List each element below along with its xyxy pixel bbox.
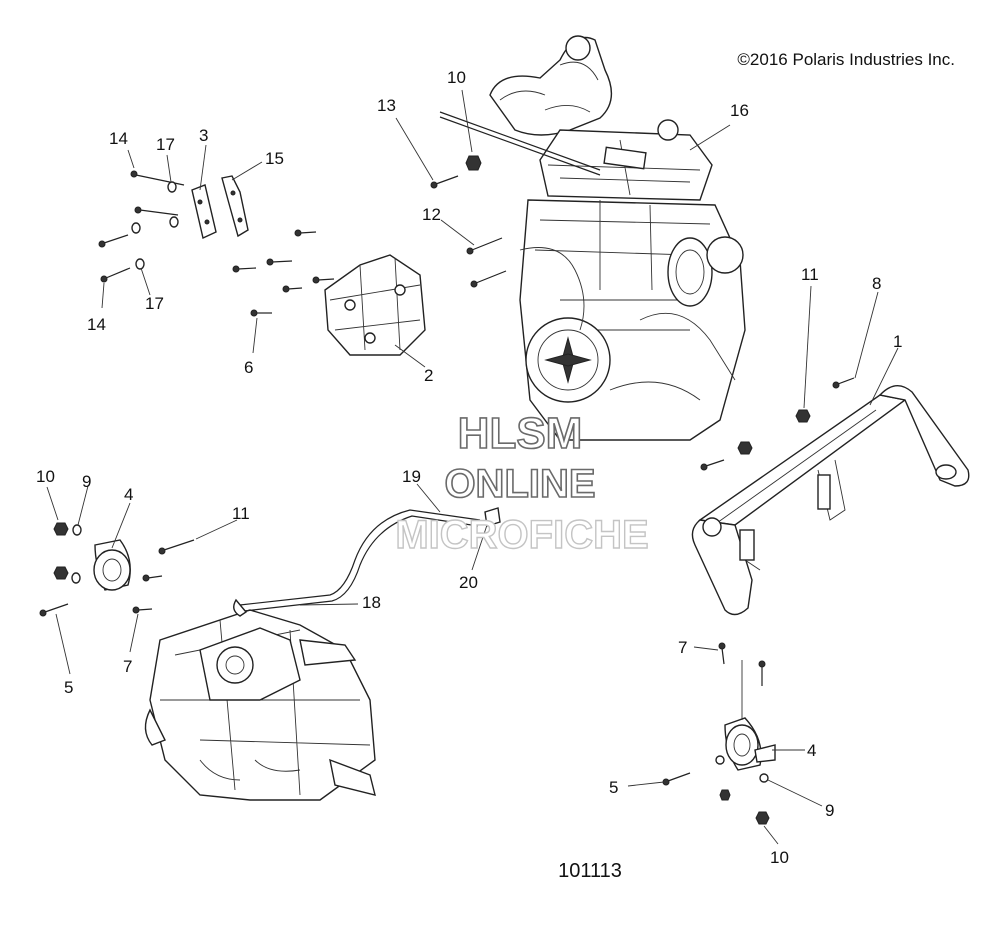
leader-lines [46,89,899,845]
callout-2: 2 [424,366,433,385]
watermark: HLSM ONLINE MICROFICHE [395,408,650,558]
callout-labels: 10 13 16 14 17 3 15 12 14 17 6 2 11 8 1 … [36,68,902,867]
callout-7: 7 [123,657,132,676]
callout-5: 5 [64,678,73,697]
callout-9: 9 [825,801,834,820]
callout-17: 17 [156,135,175,154]
rubber-mount-left [93,539,131,591]
callout-1: 1 [893,332,902,351]
callout-9: 9 [82,472,91,491]
callout-13: 13 [377,96,396,115]
callout-10: 10 [447,68,466,87]
breather-hose [233,507,501,617]
callout-5: 5 [609,778,618,797]
figure-number: 101113 [558,860,622,882]
fasteners [39,155,855,825]
callout-14: 14 [109,129,128,148]
callout-17: 17 [145,294,164,313]
callout-10: 10 [36,467,55,486]
callout-6: 6 [244,358,253,377]
callout-16: 16 [730,101,749,120]
watermark-line-3: MICROFICHE [395,513,648,557]
callout-3: 3 [199,126,208,145]
callout-12: 12 [422,205,441,224]
callout-14: 14 [87,315,106,334]
transmission-assembly [144,609,376,801]
callout-18: 18 [362,593,381,612]
callout-7: 7 [678,638,687,657]
copyright-notice: ©2016 Polaris Industries Inc. [737,50,955,69]
engine-assembly [439,35,746,441]
callout-15: 15 [265,149,284,168]
callout-10: 10 [770,848,789,867]
callout-11: 11 [801,265,819,284]
callout-19: 19 [402,467,421,486]
callout-20: 20 [459,573,478,592]
watermark-line-1: HLSM [458,409,583,458]
rubber-mount-right [724,717,776,771]
engine-mount-crossbar [691,385,970,616]
callout-8: 8 [872,274,881,293]
watermark-line-2: ONLINE [444,462,595,506]
callout-4: 4 [807,741,816,760]
callout-4: 4 [124,485,133,504]
mount-bracket [324,254,426,356]
callout-11: 11 [232,504,250,523]
